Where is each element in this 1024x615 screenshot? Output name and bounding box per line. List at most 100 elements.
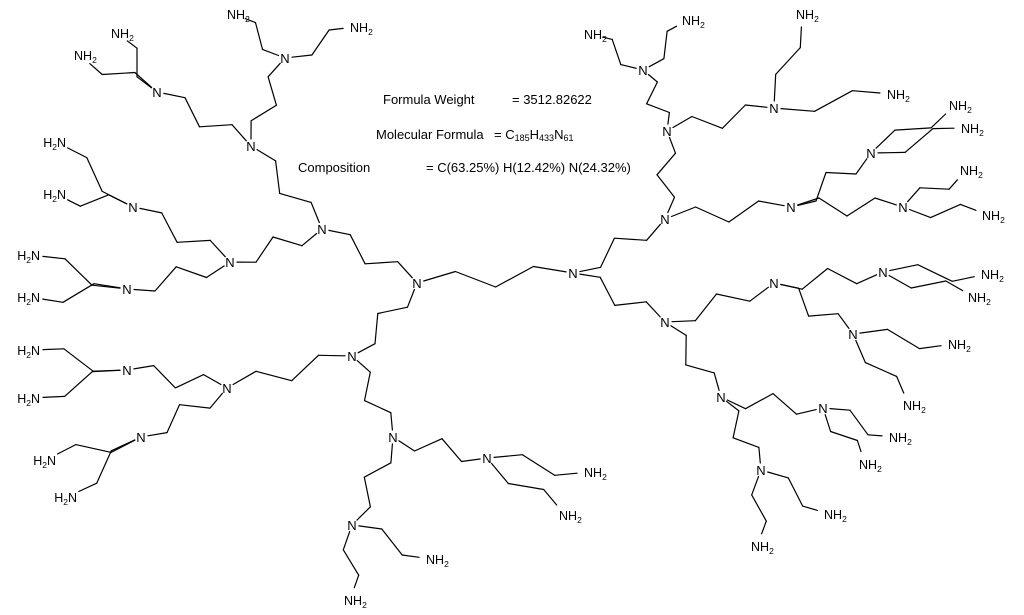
bond xyxy=(244,18,257,24)
bond xyxy=(744,393,774,410)
bond xyxy=(744,104,768,108)
bond xyxy=(42,395,66,398)
bond xyxy=(507,482,545,491)
bond xyxy=(851,90,881,94)
bond xyxy=(255,236,274,263)
nitrogen-atom: N xyxy=(662,124,671,139)
bond xyxy=(611,38,622,66)
bond xyxy=(75,444,112,453)
amine-group-label: NH2 xyxy=(751,540,774,556)
bond xyxy=(357,343,376,354)
bond xyxy=(198,124,233,128)
bond xyxy=(153,365,176,389)
bond xyxy=(829,430,859,442)
bond xyxy=(685,364,715,374)
nitrogen-atom: N xyxy=(122,282,131,297)
bond xyxy=(232,370,257,386)
bond xyxy=(732,437,760,448)
amine-group-label: H2N xyxy=(17,249,40,265)
nitrogen-atom: N xyxy=(388,430,397,445)
nitrogen-atom: N xyxy=(246,139,255,154)
bond xyxy=(797,287,810,317)
bond xyxy=(441,438,463,463)
nitrogen-atom: N xyxy=(769,101,778,116)
bond xyxy=(599,276,616,306)
bond xyxy=(267,62,281,78)
bond xyxy=(797,197,820,206)
bond xyxy=(579,273,601,278)
bond xyxy=(91,369,121,373)
bond xyxy=(126,40,138,49)
bond xyxy=(656,174,676,198)
bond xyxy=(888,274,912,289)
bond xyxy=(203,374,222,386)
bond xyxy=(855,158,868,175)
nitrogen-atom: N xyxy=(482,451,491,466)
nitrogen-atom: N xyxy=(317,222,326,237)
bond xyxy=(136,76,152,89)
bond xyxy=(864,362,898,377)
bond xyxy=(166,404,181,434)
bond xyxy=(895,375,905,394)
amine-group-label: NH2 xyxy=(887,88,910,104)
nitrogen-atom: N xyxy=(152,85,161,100)
bond xyxy=(310,201,320,224)
bond xyxy=(694,206,730,223)
bond xyxy=(93,283,121,289)
bond xyxy=(760,520,767,535)
amine-group-label: NH2 xyxy=(968,291,991,307)
bond xyxy=(856,439,862,453)
bond xyxy=(599,237,616,268)
bond xyxy=(56,444,77,455)
bond xyxy=(874,197,897,206)
bond xyxy=(261,48,280,57)
bond xyxy=(356,360,371,373)
bond xyxy=(110,439,136,452)
bond xyxy=(904,128,934,153)
amine-group-label: NH2 xyxy=(682,14,705,30)
bond xyxy=(79,194,110,207)
bond xyxy=(398,440,416,452)
nitrogen-atom: N xyxy=(818,401,827,416)
bond xyxy=(818,197,848,217)
bond xyxy=(108,194,128,205)
bond xyxy=(390,443,393,464)
amine-group-label: H2N xyxy=(43,188,66,204)
amine-group-label: NH2 xyxy=(426,553,449,569)
formula-hydrogen: H xyxy=(529,127,540,142)
formula-carbon-count: 185 xyxy=(514,133,530,143)
bond xyxy=(42,255,66,260)
bond xyxy=(715,293,751,302)
nitrogen-atom: N xyxy=(222,381,231,396)
bond xyxy=(401,554,420,558)
bond xyxy=(364,261,399,265)
bond xyxy=(328,229,351,236)
bond xyxy=(521,454,556,476)
bond xyxy=(725,400,740,412)
bond xyxy=(78,482,98,493)
bond xyxy=(829,408,851,411)
amine-group-label: NH2 xyxy=(859,458,882,474)
formula-nitrogen-count: 61 xyxy=(563,133,574,143)
bond xyxy=(672,115,693,129)
nitrogen-atom: N xyxy=(225,255,234,270)
nitrogen-atom: N xyxy=(136,430,145,445)
nitrogen-atom: N xyxy=(412,276,421,291)
bond xyxy=(64,258,93,286)
bond xyxy=(255,370,293,382)
formula-carbon: C xyxy=(505,127,515,142)
bond xyxy=(929,203,962,219)
amine-group-label: NH2 xyxy=(350,21,373,37)
bond xyxy=(667,111,671,125)
bond xyxy=(751,494,767,522)
nitrogen-atom: N xyxy=(128,200,137,215)
bond xyxy=(209,392,224,409)
formula-nitrogen: N xyxy=(554,127,564,142)
amine-group-label: NH2 xyxy=(559,509,582,525)
bond xyxy=(849,409,869,436)
nitrogen-atom: N xyxy=(568,266,577,281)
amine-group-label: NH2 xyxy=(981,268,1004,284)
bond xyxy=(917,264,953,282)
nitrogen-atom: N xyxy=(347,349,356,364)
